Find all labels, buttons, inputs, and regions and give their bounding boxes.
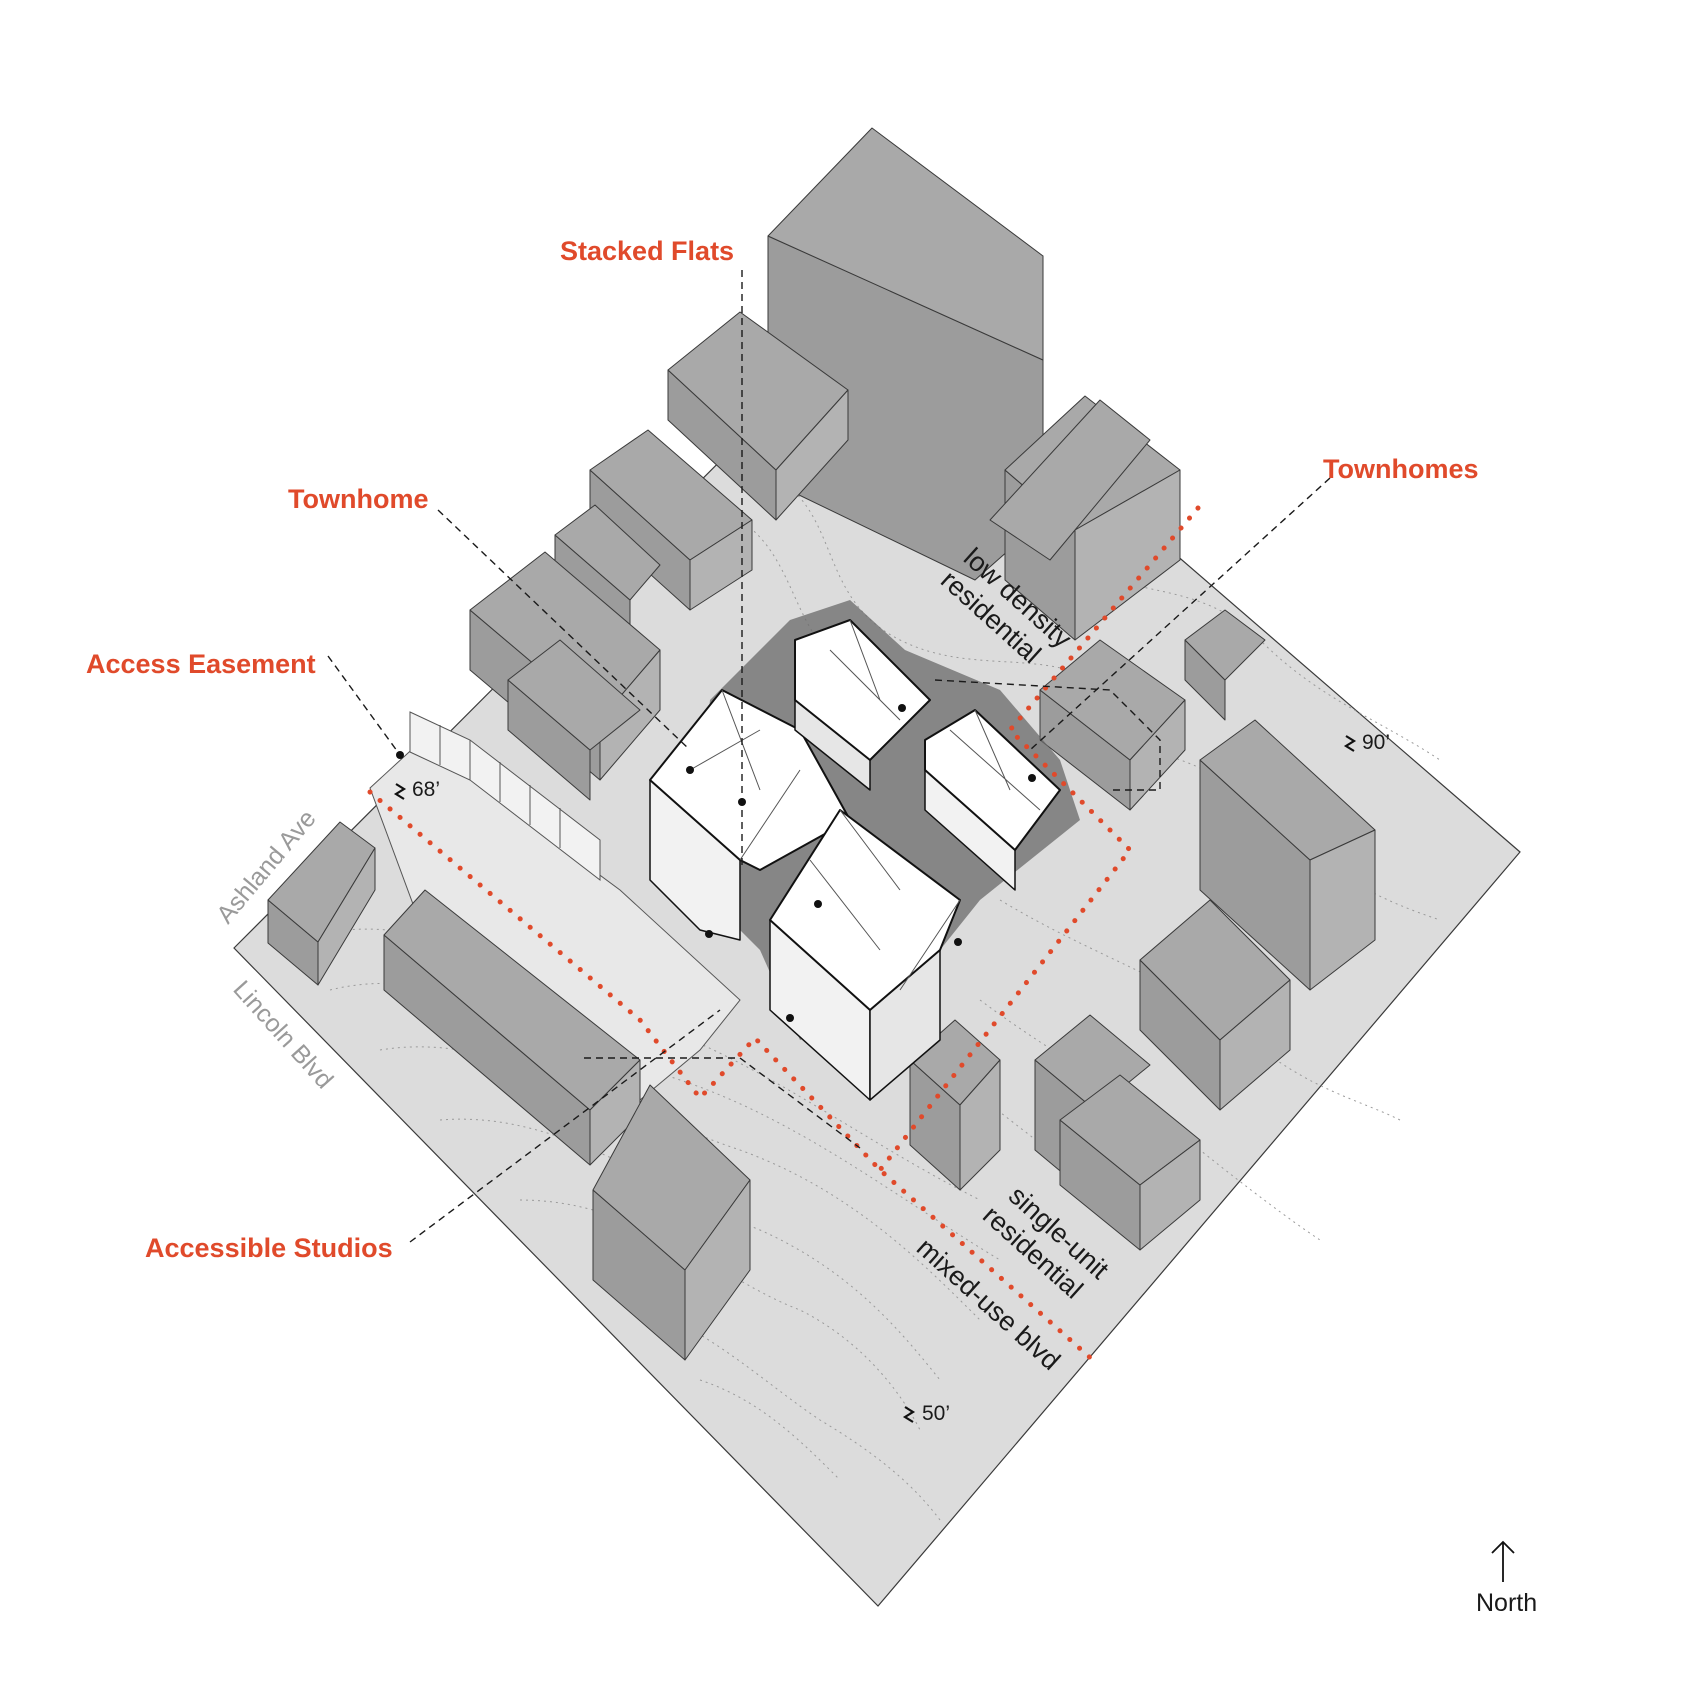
project-buildings	[649, 619, 1061, 1101]
label-access-easement: Access Easement	[86, 649, 316, 679]
elevation-marker-icon	[902, 1406, 916, 1423]
north-arrow-icon	[1491, 1540, 1515, 1582]
zoning-boundary-upper	[877, 505, 1201, 1173]
elevation-50-text: 50’	[922, 1402, 950, 1425]
north-label: North	[1476, 1589, 1537, 1617]
label-townhome: Townhome	[288, 484, 428, 514]
label-townhomes: Townhomes	[1323, 454, 1479, 484]
elevation-90: 90’	[1343, 731, 1390, 754]
label-accessible-studios: Accessible Studios	[145, 1233, 393, 1263]
context-buildings	[267, 127, 1376, 1361]
leader-lines	[327, 270, 1331, 1243]
elevation-marker-icon	[393, 783, 407, 800]
elevation-marker-icon	[1343, 735, 1357, 752]
elevation-90-text: 90’	[1362, 731, 1390, 754]
elevation-68: 68’	[393, 778, 440, 801]
north-indicator: North	[1476, 1540, 1537, 1617]
elevation-50: 50’	[902, 1402, 950, 1425]
easement-fence	[409, 711, 601, 882]
label-stacked-flats: Stacked Flats	[560, 236, 734, 266]
leader-dots	[396, 704, 1036, 1022]
elevation-68-text: 68’	[412, 778, 440, 801]
